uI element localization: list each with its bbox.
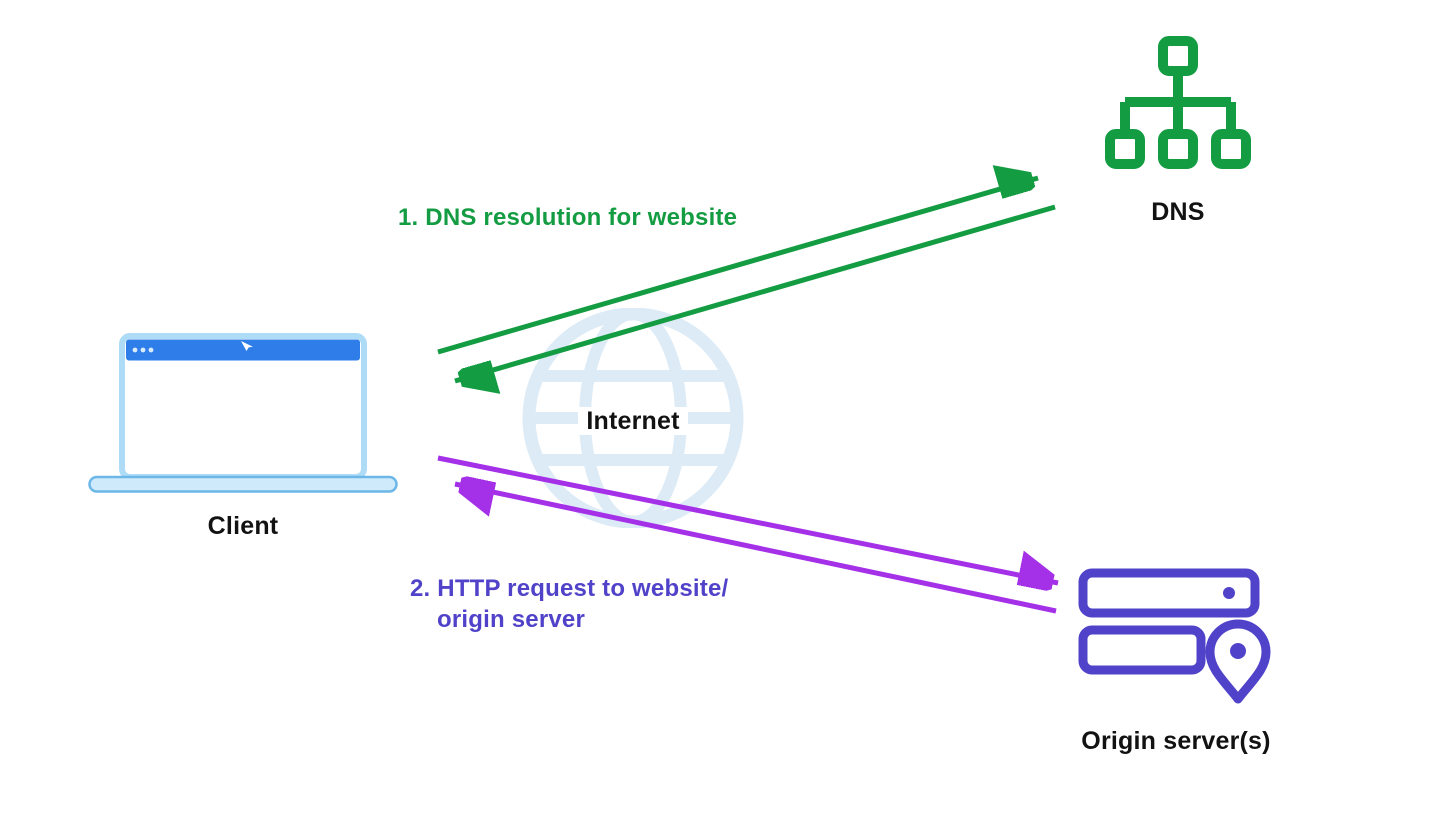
cursor-icon [241,341,253,351]
origin-node [1078,568,1274,706]
http-request-arrow [437,455,1059,583]
http-flow-label: 2. HTTP request to website/ origin serve… [410,573,728,635]
dns-response-arrow [454,204,1056,381]
origin-label: Origin server(s) [1081,727,1271,755]
http-flow-label-line1: 2. HTTP request to website/ [410,575,729,602]
dns-node [1105,36,1251,182]
http-flow-label-line2: origin server [437,606,585,633]
location-pin-icon [1205,619,1271,704]
internet-label: Internet [515,407,751,436]
dns-request-arrow [437,178,1039,355]
client-label: Client [207,512,279,540]
client-node [88,333,398,495]
sitemap-icon [1105,36,1251,169]
server-location-icon [1078,568,1271,704]
dns-flow-label: 1. DNS resolution for website [398,204,738,231]
http-response-arrow [454,484,1057,614]
laptop-icon [88,333,398,493]
dns-label: DNS [1151,198,1205,226]
